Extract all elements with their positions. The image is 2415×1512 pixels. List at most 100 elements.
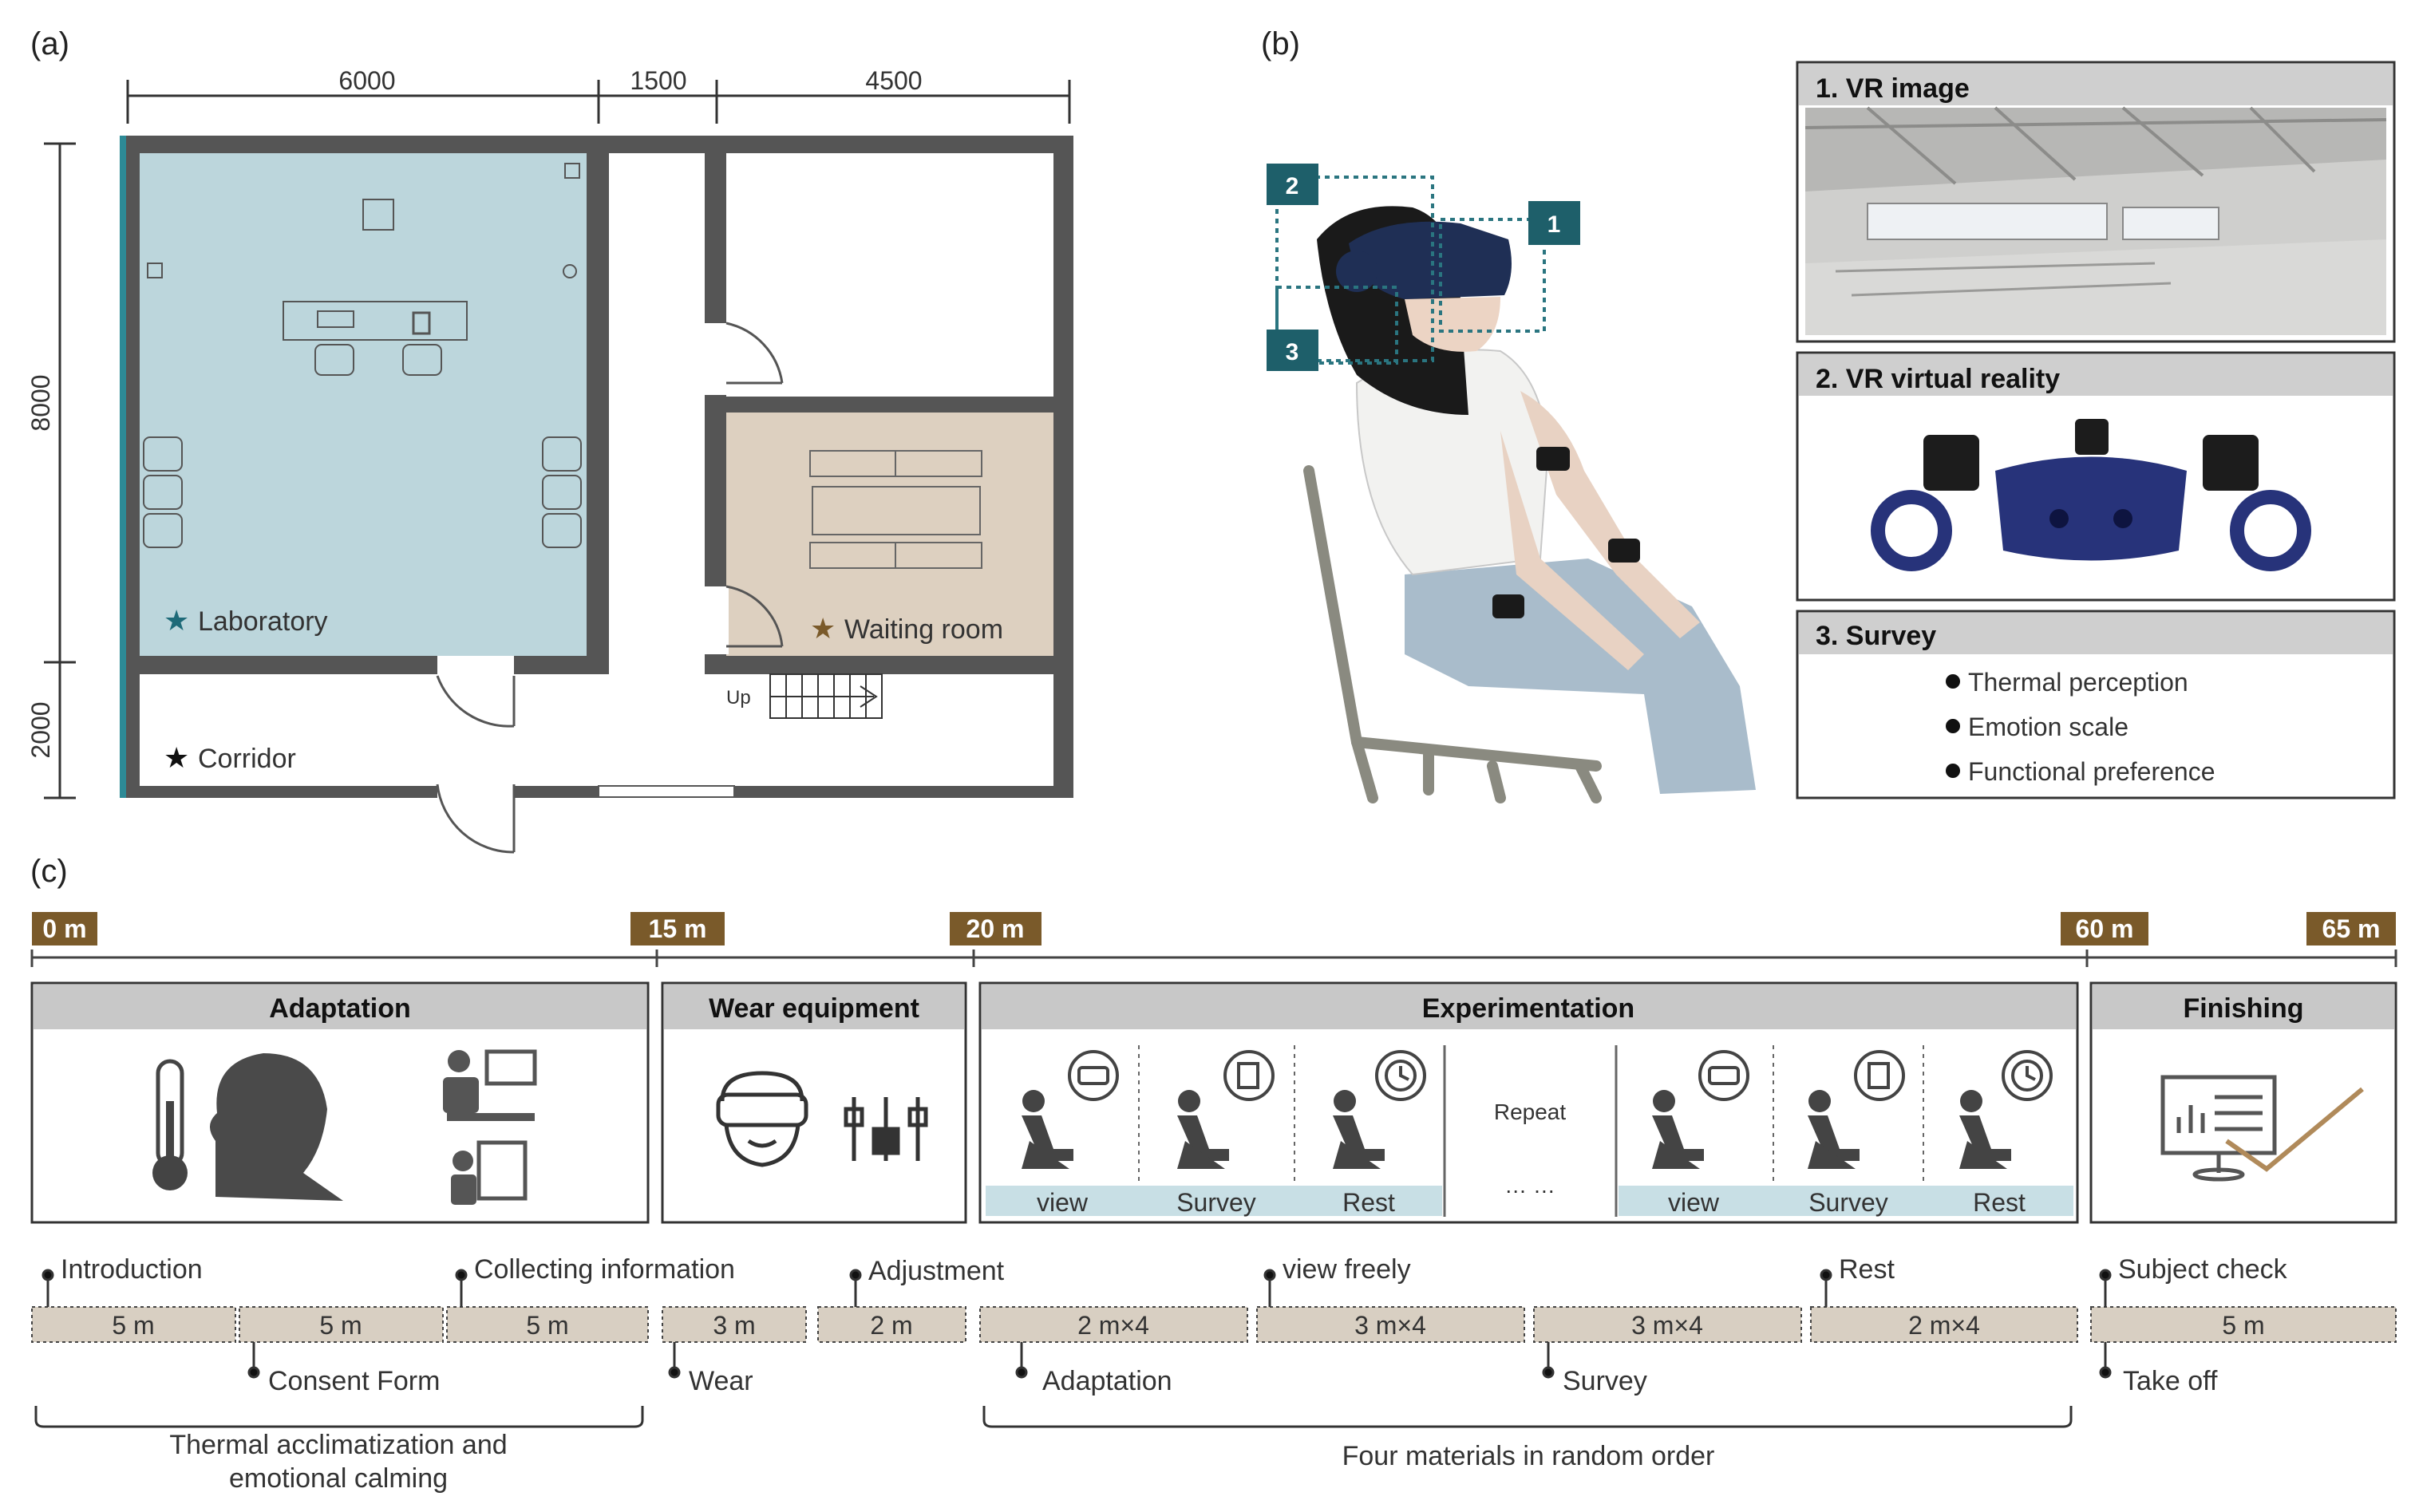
face [1405,297,1500,352]
bullet [1946,764,1960,778]
participant-photo [1303,206,1756,803]
duration-6: 2 m×4 [1077,1311,1149,1340]
seated-person-icon [1177,1090,1229,1169]
stairs [769,673,883,719]
label-survey: Survey [1563,1366,1647,1396]
label-view-freely: view freely [1283,1254,1411,1285]
label-subject-check: Subject check [2118,1254,2288,1285]
survey-item-emotion: Emotion scale [1968,713,2128,741]
marker-2-label: 2 [1286,173,1299,199]
dim-2000: 2000 [26,701,55,758]
marker-2: 2 [1267,164,1318,205]
tick-60-label: 60 m [2076,914,2134,943]
seated-person-icon [1652,1090,1704,1169]
vr-headset-icon [716,1071,808,1167]
bracket-right [982,1406,2073,1428]
duration-5: 2 m [870,1311,912,1340]
seated-person-icon [1808,1090,1860,1169]
label-consent-form: Consent Form [268,1366,440,1396]
upper-right-room [726,153,1053,397]
exp-label-rest-1: Rest [1342,1188,1395,1217]
label-collecting-information: Collecting information [474,1254,735,1285]
bottom-pointers [247,1342,2112,1379]
box3-title: 3. Survey [1816,621,1936,651]
dim-6000: 6000 [338,66,395,95]
duration-10: 5 m [2222,1311,2264,1340]
tick-65-label: 65 m [2322,914,2381,943]
clock-badge-icon [1375,1050,1426,1101]
phase-finishing: Finishing [2089,981,2397,1224]
dimension-left [44,142,76,799]
vr-view-badge-icon [1698,1050,1749,1101]
label-wear: Wear [689,1366,753,1396]
tick-60: 60 m [2061,912,2148,945]
duration-segments [31,1306,2397,1343]
exp-label-survey-2: Survey [1808,1188,1888,1217]
label-adjustment: Adjustment [868,1256,1005,1286]
top-pointers [42,1269,2112,1307]
duration-2: 5 m [319,1311,362,1340]
label-take-off: Take off [2123,1366,2218,1396]
phase-finishing-title: Finishing [2183,993,2303,1024]
box2-title: 2. VR virtual reality [1816,364,2060,394]
duration-8: 3 m×4 [1631,1311,1703,1340]
phase-experimentation: Experimentation view [978,981,2079,1224]
dim-1500: 1500 [630,66,686,95]
dim-8000: 8000 [26,374,55,431]
tick-20: 20 m [950,912,1041,945]
jeans [1405,559,1756,794]
survey-badge-icon [1854,1050,1905,1101]
box-survey: 3. Survey Thermal perception Emotion sca… [1796,610,2396,799]
duration-1: 5 m [112,1311,154,1340]
bullet [1946,719,1960,733]
arm-sensor [1536,447,1570,471]
duration-4: 3 m [713,1311,755,1340]
wrist-sensor [1608,539,1640,563]
vr-interior-image [1804,106,2387,335]
bracket-left-line1: Thermal acclimatization and [169,1430,507,1460]
upper-room-door [705,322,784,395]
exp-solid-dividers [1443,1045,1618,1217]
tick-20-label: 20 m [966,914,1025,943]
marker-3: 3 [1267,330,1318,371]
survey-badge-icon [1223,1050,1275,1101]
headset-ear [1336,251,1377,292]
time-axis [30,949,2397,967]
panel-label-a: (a) [30,26,69,61]
seated-person-icon [1333,1090,1385,1169]
tick-0-label: 0 m [42,914,86,943]
presentation-icon [443,1049,537,1121]
exit-door [436,784,516,854]
corridor-bottom [140,674,1053,786]
thermometer-icon [152,1059,188,1190]
marker-boxes [1275,176,1546,365]
left-wall-accent [120,136,126,798]
waiting-door [705,585,784,654]
phase-experimentation-title: Experimentation [1422,993,1634,1024]
bracket-right-label: Four materials in random order [1342,1441,1715,1471]
exp-label-bar-right [1619,1186,2073,1216]
exp-label-view-2: view [1668,1188,1720,1217]
ellipsis-label: … … [1504,1173,1555,1198]
box-vr-image: 1. VR image [1796,61,2396,343]
duration-7: 3 m×4 [1354,1311,1426,1340]
exp-label-survey-1: Survey [1176,1188,1256,1217]
phase-wear: Wear equipment [661,981,967,1224]
vr-view-badge-icon [1068,1050,1119,1101]
box-vr-device: 2. VR virtual reality [1796,351,2396,602]
repeat-label: Repeat [1494,1099,1567,1124]
forearm [1500,431,1644,670]
lab-star: ★ [164,604,189,637]
survey-item-thermal: Thermal perception [1968,668,2188,697]
panel-label-c: (c) [30,854,68,889]
tick-0: 0 m [32,912,97,945]
bracket-left-line2: emotional calming [229,1463,448,1494]
corridor-star: ★ [164,741,189,774]
seated-person-icon [1959,1090,2011,1169]
laboratory-room [140,153,587,656]
exp-label-rest-2: Rest [1973,1188,2026,1217]
chair [1303,465,1602,803]
wrist-sensor-left [1492,594,1524,618]
tick-15: 15 m [630,912,725,945]
